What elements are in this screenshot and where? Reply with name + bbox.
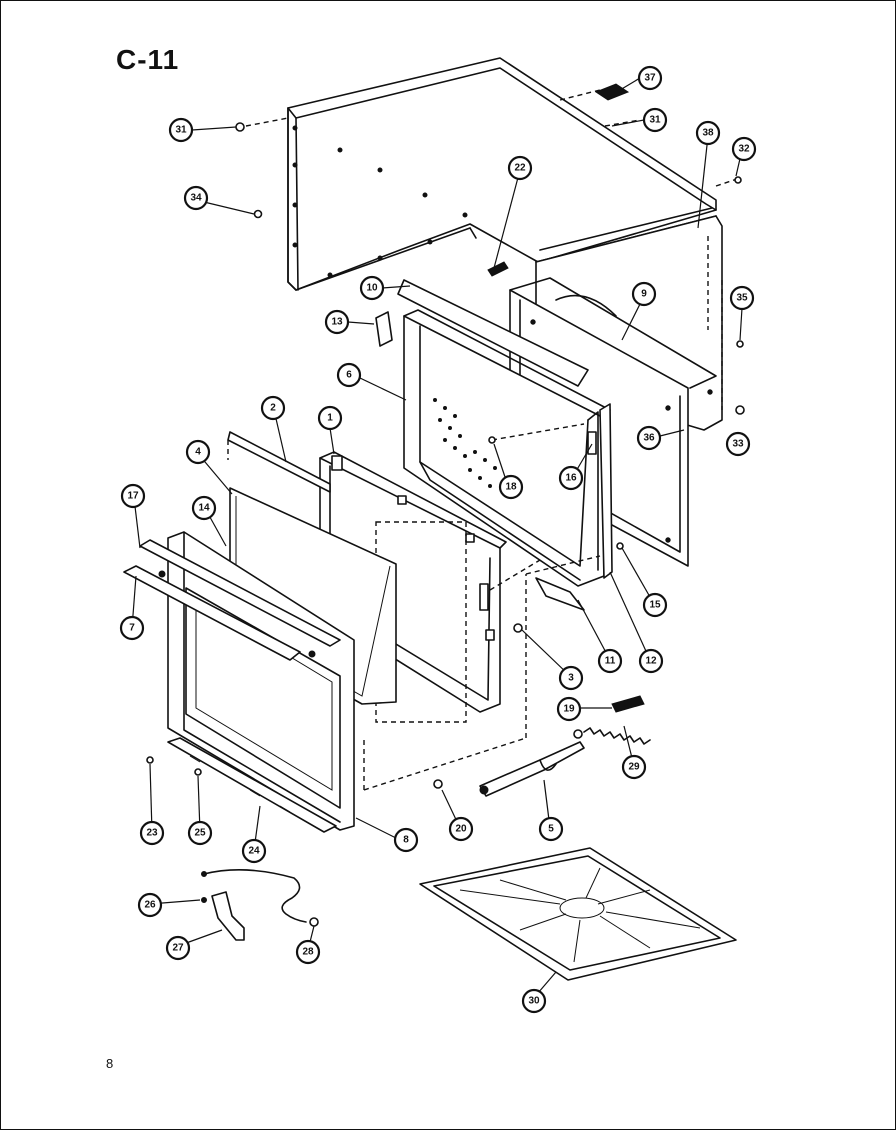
- window-frame: [319, 451, 507, 723]
- side-bracket: [375, 311, 393, 347]
- callout-9-label: 9: [641, 289, 647, 300]
- callout-20: 20: [448, 816, 474, 842]
- callout-12: 12: [638, 648, 664, 674]
- callout-13: 13: [324, 309, 350, 335]
- callout-4: 4: [185, 439, 211, 465]
- callout-33: 33: [725, 431, 751, 457]
- callout-25: 25: [187, 820, 213, 846]
- callout-2-label: 2: [270, 403, 276, 414]
- callout-27-label: 27: [172, 943, 184, 954]
- callout-7-label: 7: [129, 623, 135, 634]
- callout-4-label: 4: [195, 447, 201, 458]
- callout-24: 24: [241, 838, 267, 864]
- door-handle: [123, 565, 301, 661]
- callout-15-label: 15: [649, 600, 661, 611]
- callout-3-label: 3: [568, 673, 574, 684]
- callout-8-label: 8: [403, 835, 409, 846]
- top-strip: [397, 279, 589, 387]
- callout-33-label: 33: [732, 439, 744, 450]
- callout-12-label: 12: [645, 656, 657, 667]
- callout-1: 1: [317, 405, 343, 431]
- callout-16: 16: [558, 465, 584, 491]
- diagram-title: C-11: [116, 44, 180, 75]
- callout-7: 7: [119, 615, 145, 641]
- callout-38-label: 38: [702, 128, 714, 139]
- callout-15: 15: [642, 592, 668, 618]
- callout-6-label: 6: [346, 370, 352, 381]
- callout-14: 14: [191, 495, 217, 521]
- callout-32: 32: [731, 136, 757, 162]
- door-trim: [227, 431, 331, 493]
- callout-28-label: 28: [302, 947, 314, 958]
- callout-31-right: 31: [642, 107, 668, 133]
- callout-23-label: 23: [146, 828, 158, 839]
- callout-2: 2: [260, 395, 286, 421]
- callout-11: 11: [597, 648, 623, 674]
- callout-3: 3: [558, 665, 584, 691]
- callout-31-right-label: 31: [649, 115, 661, 126]
- callout-25-label: 25: [194, 828, 206, 839]
- callout-1-label: 1: [327, 413, 333, 424]
- callout-10: 10: [359, 275, 385, 301]
- callout-13-label: 13: [331, 317, 343, 328]
- oven-liner: [375, 279, 613, 611]
- callout-22-label: 22: [514, 163, 526, 174]
- callout-20-label: 20: [455, 824, 467, 835]
- callout-17: 17: [120, 483, 146, 509]
- callout-29-label: 29: [628, 762, 640, 773]
- callout-17-label: 17: [127, 491, 139, 502]
- callout-19: 19: [556, 696, 582, 722]
- callout-18: 18: [498, 474, 524, 500]
- callout-6: 6: [336, 362, 362, 388]
- callout-24-label: 24: [248, 846, 260, 857]
- callout-26-label: 26: [144, 900, 156, 911]
- callout-31-left-label: 31: [175, 125, 187, 136]
- callout-34: 34: [183, 185, 209, 211]
- fasteners: [146, 122, 745, 776]
- callout-8: 8: [393, 827, 419, 853]
- callout-37-label: 37: [644, 73, 656, 84]
- callout-5-label: 5: [548, 824, 554, 835]
- switch-16: [587, 431, 597, 455]
- callout-36: 36: [636, 425, 662, 451]
- callout-11-label: 11: [605, 656, 616, 667]
- label-plate: [594, 83, 630, 101]
- callout-31-left: 31: [168, 117, 194, 143]
- callout-22: 22: [507, 155, 533, 181]
- side-rail: [599, 403, 613, 579]
- callout-28: 28: [295, 939, 321, 965]
- callout-35: 35: [729, 285, 755, 311]
- callout-34-label: 34: [190, 193, 202, 204]
- callout-18-label: 18: [505, 482, 517, 493]
- callout-32-label: 32: [738, 144, 750, 155]
- callout-29: 29: [621, 754, 647, 780]
- callout-37: 37: [637, 65, 663, 91]
- callout-30: 30: [521, 988, 547, 1014]
- page-number: 8: [106, 1056, 114, 1071]
- callout-30-label: 30: [528, 996, 540, 1007]
- wire-harness: [201, 869, 319, 941]
- callout-36-label: 36: [643, 433, 655, 444]
- callout-19-label: 19: [563, 704, 575, 715]
- callout-27: 27: [165, 935, 191, 961]
- callout-38: 38: [695, 120, 721, 146]
- callout-10-label: 10: [366, 283, 378, 294]
- callout-23: 23: [139, 820, 165, 846]
- callout-5: 5: [538, 816, 564, 842]
- broil-pan: [419, 847, 737, 981]
- callouts: 37 31 31 38 32 34 22 10 9 35 13 6 36 33 …: [119, 65, 757, 1014]
- door-vent: [167, 737, 337, 833]
- callout-16-label: 16: [565, 473, 577, 484]
- assembly-guide-lines: [227, 89, 741, 791]
- handle-trim: [139, 539, 341, 647]
- hinge-assembly: [433, 695, 651, 797]
- callout-9: 9: [631, 281, 657, 307]
- callout-14-label: 14: [198, 503, 210, 514]
- outer-door: [123, 531, 355, 833]
- callout-26: 26: [137, 892, 163, 918]
- callout-35-label: 35: [736, 293, 748, 304]
